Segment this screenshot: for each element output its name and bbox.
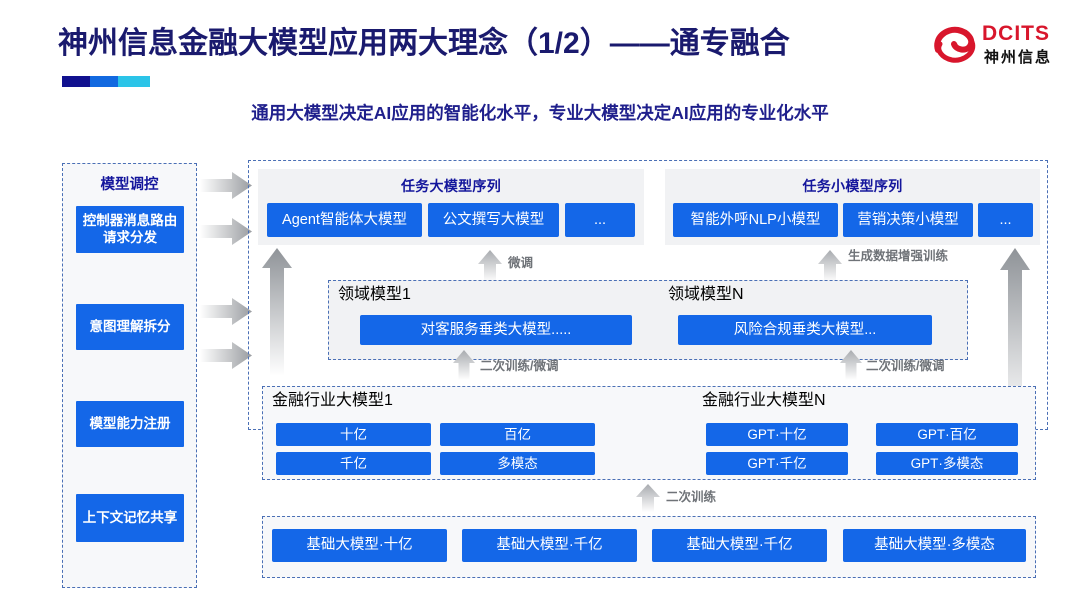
sidebar-item-intent-understanding[interactable]: 意图理解拆分 xyxy=(76,304,184,350)
page-subtitle: 通用大模型决定AI应用的智能化水平，专业大模型决定AI应用的专业化水平 xyxy=(251,103,829,123)
logo-wordmark: DCITS xyxy=(982,22,1050,45)
sidebar-item-context-memory-share[interactable]: 上下文记忆共享 xyxy=(76,494,184,542)
arrow-up-icon-finetune xyxy=(478,250,502,287)
accent-segment-2 xyxy=(90,76,119,87)
logo-cn-name: 神州信息 xyxy=(984,49,1053,66)
panel-task-large-model-title: 任务大模型序列 xyxy=(400,178,502,194)
sidebar-model-control: 模型调控 控制器消息路由请求分发 意图理解拆分 模型能力注册 上下文记忆共享 xyxy=(62,163,197,588)
sidebar-title: 模型调控 xyxy=(100,177,159,193)
chip-foundation-multimodal[interactable]: 基础大模型·多模态 xyxy=(843,529,1026,562)
arrow-right-icon-3 xyxy=(200,298,252,325)
chip-industry1-multimodal[interactable]: 多模态 xyxy=(440,452,595,475)
chip-foundation-hundred-billion[interactable]: 基础大模型·千亿 xyxy=(462,529,637,562)
chip-marketing-decision-small-model[interactable]: 营销决策小模型 xyxy=(843,203,973,237)
page-title: 神州信息金融大模型应用两大理念（1/2）——通专融合 xyxy=(58,27,790,60)
arrow-label-data-augmentation: 生成数据增强训练 xyxy=(848,249,949,263)
panel-task-small-model-title: 任务小模型序列 xyxy=(802,178,903,194)
accent-segment-3 xyxy=(118,76,150,87)
arrow-label-retrain-finetune-right: 二次训练/微调 xyxy=(866,359,945,373)
arrow-label-finetune: 微调 xyxy=(508,256,534,270)
chip-outbound-nlp-small-model[interactable]: 智能外呼NLP小模型 xyxy=(673,203,838,237)
chip-risk-compliance-vertical-model[interactable]: 风险合规垂类大模型... xyxy=(678,315,932,345)
company-logo: DCITS 神州信息 xyxy=(932,20,1062,72)
chip-industryN-gpt-ten-billion[interactable]: GPT·百亿 xyxy=(876,423,1018,446)
arrow-up-icon-retrain xyxy=(636,484,660,517)
sidebar-item-model-capability-register[interactable]: 模型能力注册 xyxy=(76,401,184,447)
chip-industry1-ten-billion[interactable]: 百亿 xyxy=(440,423,595,446)
panel-industry-model-1-title: 金融行业大模型1 xyxy=(272,392,393,409)
dcits-swirl-logo-icon xyxy=(932,24,978,66)
chip-task-small-more[interactable]: ... xyxy=(978,203,1033,237)
chip-industry1-billion[interactable]: 十亿 xyxy=(276,423,431,446)
chip-foundation-billion[interactable]: 基础大模型·十亿 xyxy=(272,529,447,562)
chip-industry1-hundred-billion[interactable]: 千亿 xyxy=(276,452,431,475)
accent-segment-1 xyxy=(62,76,91,87)
chip-industryN-gpt-hundred-billion[interactable]: GPT·千亿 xyxy=(706,452,848,475)
chip-customer-service-vertical-model[interactable]: 对客服务垂类大模型..... xyxy=(360,315,632,345)
chip-agent-large-model[interactable]: Agent智能体大模型 xyxy=(267,203,422,237)
arrow-right-icon-4 xyxy=(200,342,252,369)
chip-foundation-hundred-billion-2[interactable]: 基础大模型·千亿 xyxy=(652,529,827,562)
chip-task-large-more[interactable]: ... xyxy=(565,203,635,237)
arrow-up-icon-right-tall xyxy=(1000,248,1030,428)
panel-domain-model-1-title: 领域模型1 xyxy=(338,286,411,303)
arrow-right-icon-2 xyxy=(200,218,252,245)
arrow-up-icon-left-tall xyxy=(262,248,292,381)
arrow-label-retrain: 二次训练 xyxy=(666,490,717,504)
arrow-right-icon-1 xyxy=(200,172,252,199)
arrow-up-icon-retrain-right xyxy=(840,350,862,385)
sidebar-item-controller-routing[interactable]: 控制器消息路由请求分发 xyxy=(76,206,184,253)
arrow-up-icon-retrain-left xyxy=(453,350,475,385)
panel-industry-model-n-title: 金融行业大模型N xyxy=(702,392,826,409)
arrow-label-retrain-finetune-left: 二次训练/微调 xyxy=(480,359,559,373)
chip-industryN-gpt-multimodal[interactable]: GPT·多模态 xyxy=(876,452,1018,475)
chip-industryN-gpt-billion[interactable]: GPT·十亿 xyxy=(706,423,848,446)
arrow-up-icon-data-augmentation xyxy=(818,250,842,287)
accent-bar xyxy=(62,76,150,87)
panel-domain-model-n-title: 领域模型N xyxy=(668,286,744,303)
chip-document-writing-large-model[interactable]: 公文撰写大模型 xyxy=(428,203,559,237)
